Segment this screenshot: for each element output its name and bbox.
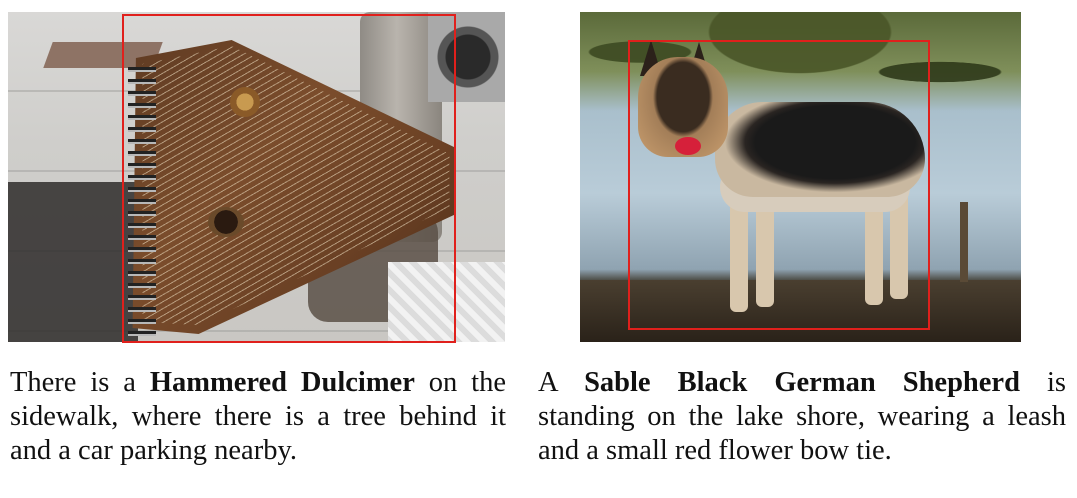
caption-text: There is a	[10, 367, 150, 398]
wooden-post	[960, 202, 968, 282]
caption-text: A	[538, 367, 585, 398]
shadow-region	[8, 182, 138, 342]
dog-leg	[865, 187, 883, 305]
dog-body	[715, 102, 925, 197]
lake-shore	[580, 280, 1021, 342]
caption-left: There is a Hammered Dulcimer on the side…	[10, 366, 506, 468]
dog-leg	[890, 187, 908, 299]
caption-object-name: Hammered Dulcimer	[149, 367, 415, 398]
caption-text: is standing on the lake shore, wearing a…	[538, 367, 1066, 466]
german-shepherd-photo	[580, 12, 1021, 342]
parked-car	[428, 12, 505, 102]
bounding-box-right	[628, 40, 930, 330]
red-flower-bow-tie	[675, 137, 701, 155]
sound-hole-rosette	[208, 207, 244, 237]
bounding-box-left	[122, 14, 456, 343]
tuning-pins	[128, 67, 156, 337]
dog-leg	[730, 192, 748, 312]
white-cloth	[388, 262, 505, 342]
dulcimer-photo	[8, 12, 505, 342]
caption-object-name: Sable Black German Shepherd	[584, 367, 1020, 398]
caption-text: on the sidewalk, where there is a tree b…	[10, 367, 506, 466]
dog-leg	[756, 192, 774, 307]
caption-right: A Sable Black German Shepherd is standin…	[538, 366, 1066, 468]
sound-hole-rosette	[230, 87, 260, 117]
